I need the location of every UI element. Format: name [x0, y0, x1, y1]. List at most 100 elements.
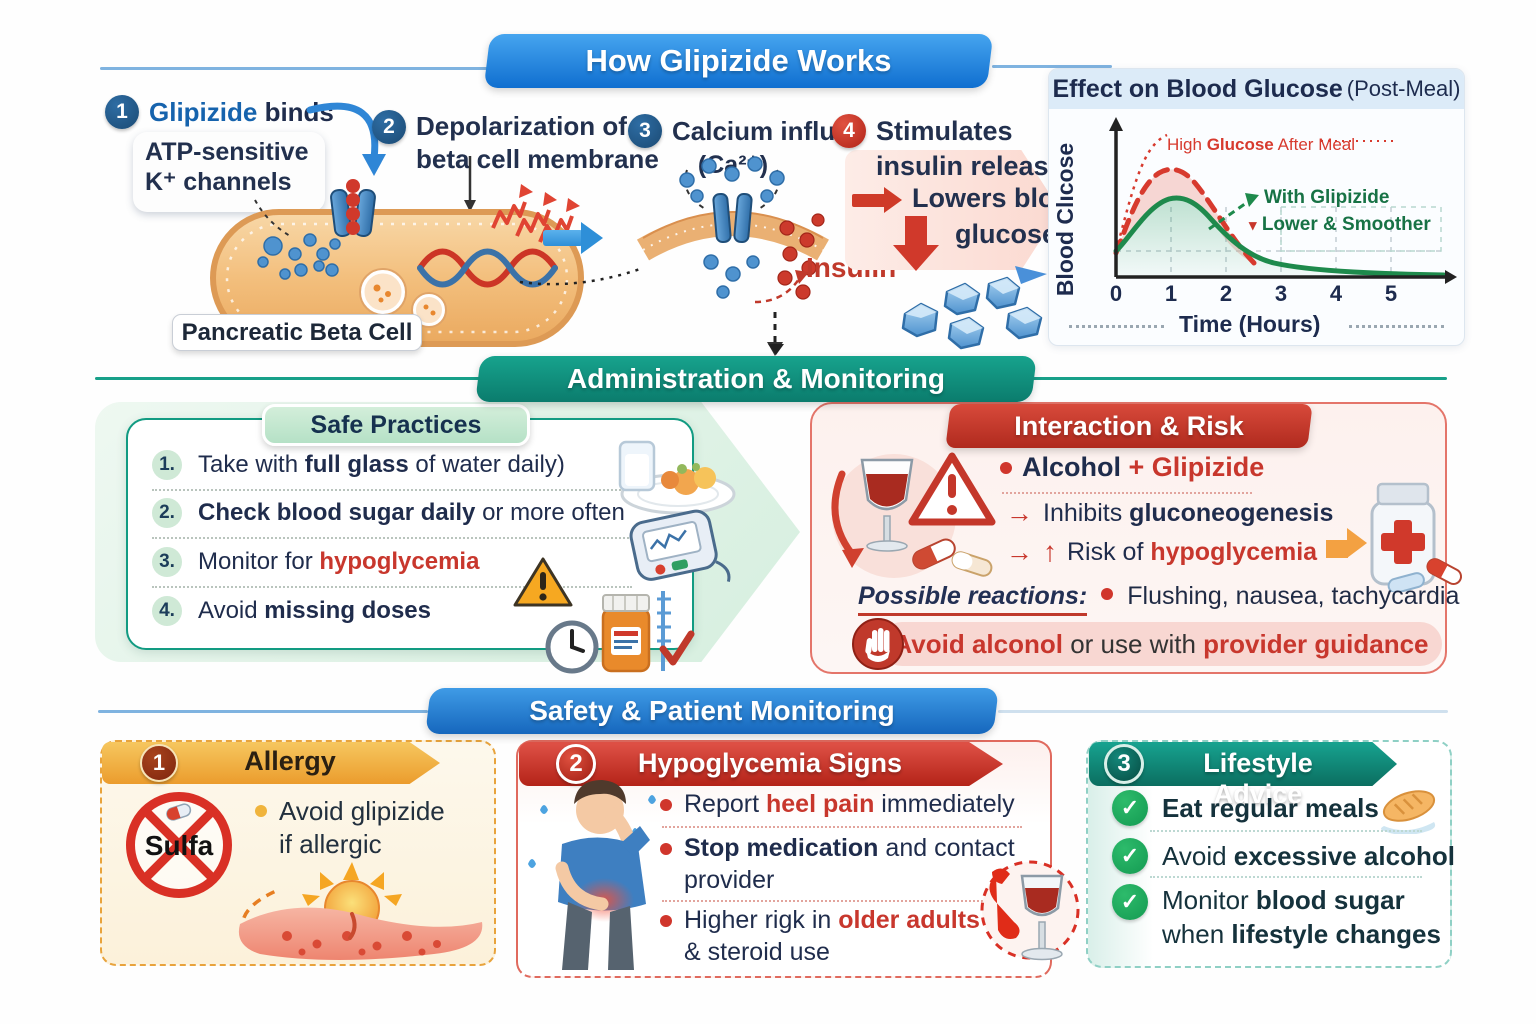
safe-item-1-a: Take with — [198, 451, 305, 478]
risk-header: Interaction & Risk — [1014, 411, 1244, 441]
safe-practices-header-pill: Safe Practices — [262, 404, 530, 446]
warn-b: or use with — [1062, 628, 1204, 659]
lifestyle-item-3: ✓ Monitor blood sugar when lifestyle cha… — [1112, 884, 1441, 952]
safe-item-1-number: 1. — [152, 450, 182, 480]
check-icon-3: ✓ — [1112, 884, 1148, 920]
safe-practices-card — [126, 418, 694, 650]
small-red-arrow-head-icon — [884, 187, 902, 213]
step4-effect-line2: glucose — [955, 219, 1058, 249]
safe-item-4-text: Avoid missing doses — [198, 597, 431, 625]
hypo-b1-text: Report heel pain immediately — [684, 790, 1015, 819]
bread-icon — [1381, 790, 1436, 834]
sun-rash-icon — [238, 862, 483, 960]
lifestyle-b2-text: Avoid excessive alcohol — [1162, 841, 1455, 872]
down-mark-icon: ▾ — [1249, 217, 1257, 234]
safe-item-1-c: of water daily) — [408, 451, 565, 478]
lifestyle-b3-text: Monitor blood sugar when lifestyle chang… — [1162, 884, 1441, 952]
step4-number-badge: 4 — [832, 114, 866, 148]
membrane-calcium-illustration — [636, 156, 829, 356]
big-down-arrow-head-icon — [893, 245, 939, 271]
safe-item-1: 1. Take with full glass of water daily) — [152, 450, 565, 480]
stop-hand-icon — [852, 618, 904, 670]
chart-red-annotation-c: After Meal — [1273, 135, 1356, 154]
step2-line1: Depolarization of — [416, 111, 627, 141]
cell-label: Pancreatic Beta Cell — [181, 318, 413, 346]
lifestyle-b3-a: Monitor — [1162, 885, 1256, 915]
hypo-bullet-2: Stop medication and contact — [660, 834, 1015, 863]
safe-item-2: 2. Check blood sugar daily or more often — [152, 498, 625, 528]
safe-item-3-number: 3. — [152, 547, 182, 577]
small-red-arrow-icon — [852, 194, 886, 207]
safety-banner-title: Safety & Patient Monitoring — [529, 695, 895, 726]
lifestyle-b3-d: lifestyle changes — [1231, 918, 1441, 949]
yellow-bullet-icon — [255, 805, 267, 817]
lifestyle-b2-a: Avoid — [1162, 840, 1234, 871]
allergy-bullet-text: Avoid glipizide if allergic — [279, 795, 445, 860]
safe-item-2-c: or more often — [475, 499, 625, 526]
sulfa-label: Sulfa — [144, 830, 214, 861]
risk-line1-b: + — [1121, 452, 1152, 482]
step2-row: 2 Depolarization of beta cell membrane — [372, 110, 659, 175]
warn-a: Avoid alconol — [893, 628, 1063, 659]
allergy-b2: if allergic — [279, 828, 382, 859]
glucose-chart-panel: Effect on Blood Glucose (Post-Meal) Bloo… — [1048, 68, 1465, 346]
step3-title: Calcium influx — [672, 115, 850, 146]
step1-drug: Glipizide — [149, 96, 258, 127]
safe-item-1-b: full glass — [304, 451, 409, 478]
allergy-header: Allergy — [244, 746, 336, 776]
curved-arrow-icon — [306, 102, 386, 176]
wine-glass-warning-icon — [980, 860, 1080, 961]
step4-line1: Stimulates — [876, 116, 1013, 146]
xlabel-dots-right — [1349, 325, 1444, 328]
risk-line-3: → ↑ Risk of hypoglycemia — [1006, 536, 1317, 568]
right-arrow-head-icon — [581, 222, 603, 254]
step1-label-line2: K⁺ channels — [145, 168, 292, 196]
orange-arrow-head-icon — [1347, 528, 1367, 558]
allergy-b1: Avoid glipizide — [279, 796, 445, 826]
chart-header: Effect on Blood Glucose (Post-Meal) — [1049, 69, 1464, 109]
lifestyle-item-1: ✓ Eat regular meals — [1112, 790, 1379, 826]
arrow-up-icon: ↑ — [1043, 536, 1057, 567]
chart-green-annotation-1: With Glipizide — [1264, 187, 1390, 208]
risk-line-3-text: Risk of hypoglycemia — [1067, 538, 1317, 567]
hypo-b3-a: Higher rigk in — [684, 906, 839, 934]
admin-banner: Administration & Monitoring — [475, 356, 1037, 402]
red-bullet-icon-4 — [660, 842, 672, 855]
step1-row: 1 Glipizide binds — [105, 95, 334, 129]
chart-green-annotation-2: ▾ Lower & Smoother — [1249, 214, 1431, 236]
warning-triangle-icon — [513, 557, 573, 607]
risk-line2-b: gluconeogenesis — [1129, 499, 1334, 527]
avoid-alcohol-text: Avoid alconol or use with provider guida… — [893, 629, 1428, 660]
reactions-text: Flushing, nausea, tachycardia — [1127, 582, 1460, 610]
tick-3: 3 — [1274, 281, 1288, 306]
hypo-banner — [519, 742, 1003, 786]
risk-line1-a: Alcohol — [1022, 452, 1121, 482]
lifestyle-b1: Eat regular meals — [1162, 792, 1379, 823]
cell-label-box: Pancreatic Beta Cell — [172, 314, 422, 351]
big-down-arrow-shaft-icon — [905, 216, 927, 246]
lifestyle-header: Lifestyle Advice — [1203, 748, 1313, 809]
safe-item-2-text: Check blood sugar daily or more often — [198, 499, 625, 527]
hypo-b2-a: Stop medication — [684, 834, 879, 862]
step2-number-badge: 2 — [372, 110, 406, 144]
chart-xlabel: Time (Hours) — [1179, 311, 1321, 337]
safe-item-3: 3. Monitor for hypoglycemia — [152, 547, 479, 577]
risk-line-2: → Inhibits gluconeogenesis — [1006, 498, 1333, 529]
safe-item-3-a: Monitor for — [198, 548, 320, 575]
check-icon-2: ✓ — [1112, 838, 1148, 874]
safe-sep-3 — [152, 586, 632, 588]
glucometer-icon — [629, 509, 731, 583]
hypo-sep-1 — [662, 826, 1022, 828]
safe-item-3-b: hypoglycemia — [319, 548, 480, 575]
step2-title: Depolarization of beta cell membrane — [416, 110, 659, 175]
safe-item-2-number: 2. — [152, 498, 182, 528]
safe-practices-header: Safe Practices — [310, 410, 482, 439]
warn-c: provider guidance — [1203, 628, 1429, 659]
risk-banner: Interaction & Risk — [945, 404, 1313, 448]
safe-item-3-text: Monitor for hypoglycemia — [198, 548, 479, 576]
avoid-alcohol-pill: Avoid alconol or use with provider guida… — [880, 622, 1442, 666]
hypo-b3-line2: & steroid use — [684, 938, 830, 966]
sick-person-illustration — [528, 780, 656, 970]
safe-item-4-b: missing doses — [264, 597, 432, 624]
down-triangle-icon — [768, 344, 784, 355]
